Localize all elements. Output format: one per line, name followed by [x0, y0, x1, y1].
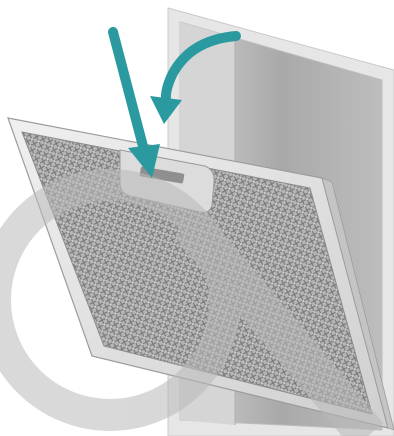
down-arrow-icon: [108, 27, 160, 178]
crossed-circle-icon: [0, 169, 384, 436]
curved-arrow-icon: [150, 31, 241, 124]
